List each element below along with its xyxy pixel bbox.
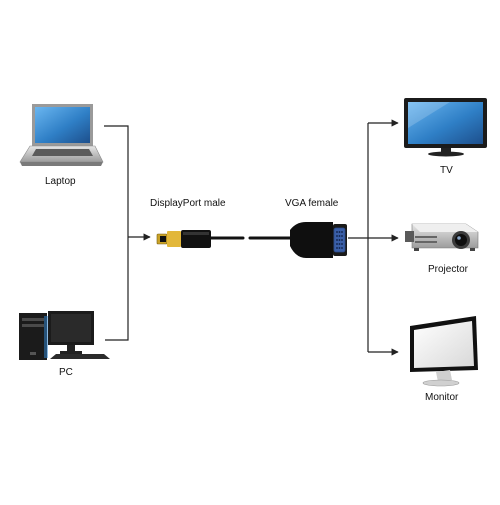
monitor-label: Monitor [425,392,459,403]
monitor-icon [410,316,478,387]
source-connector-lines [104,125,151,341]
projector-label: Projector [428,264,469,275]
pc-label: PC [59,367,73,378]
output-connector-lines [348,119,399,356]
projector-icon [405,223,479,251]
laptop-label: Laptop [45,176,76,187]
displayport-label: DisplayPort male [150,198,226,209]
displayport-connector-icon [156,230,211,248]
tv-label: TV [440,165,453,176]
pc-icon [19,311,110,360]
laptop-icon [19,104,104,166]
tv-icon [404,98,487,157]
vga-adapter-icon [290,222,347,258]
vga-label: VGA female [285,198,339,209]
